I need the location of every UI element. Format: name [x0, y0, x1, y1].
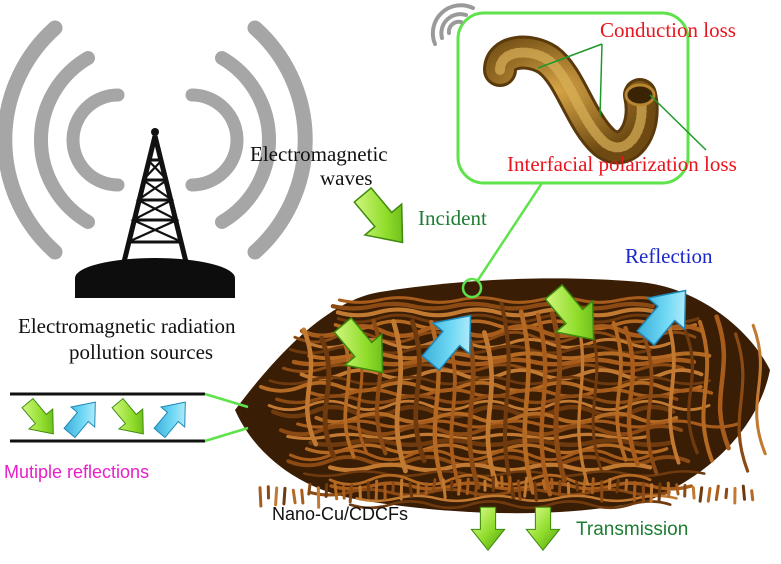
incident-label: Incident	[418, 206, 487, 230]
transmission-label: Transmission	[576, 519, 688, 541]
fiber-end	[443, 480, 445, 498]
fiber-end	[376, 481, 377, 499]
transmission-arrow-icon	[526, 507, 559, 550]
fiber-end	[509, 478, 510, 491]
fiber-end	[350, 485, 352, 502]
fiber-end	[752, 491, 753, 500]
fiber-end	[326, 485, 327, 497]
fiber-end	[726, 489, 727, 497]
reflection-arrow-icon	[58, 392, 108, 443]
fiber-end	[617, 480, 618, 492]
fiber-end	[309, 484, 310, 494]
reflection-arrow-icon	[148, 392, 198, 443]
fiber-mat	[235, 278, 770, 513]
fiber-end	[260, 488, 261, 506]
fiber-end	[410, 483, 412, 496]
fiber-end	[634, 482, 635, 500]
fiber-end	[716, 486, 718, 499]
fiber-end	[592, 479, 593, 493]
fiber-end	[677, 485, 678, 494]
fiber-end	[577, 482, 578, 490]
source-label-line2: pollution sources	[69, 340, 213, 364]
reflection-label: Reflection	[625, 244, 712, 268]
fiber-end	[743, 486, 744, 499]
multiple-reflections-label: Mutiple reflections	[4, 462, 149, 483]
source-label-line1: Electromagnetic radiation	[18, 314, 236, 338]
fiber-end	[459, 480, 460, 494]
radio-tower-icon	[75, 128, 235, 298]
fiber-end	[543, 481, 545, 489]
transmission-arrow-icon	[471, 507, 504, 550]
wifi-signal-icon	[433, 5, 473, 44]
incident-arrow-icon	[106, 393, 156, 444]
fiber-end	[668, 483, 669, 496]
incident-arrow-icon	[344, 180, 421, 258]
fiber-end	[276, 488, 277, 505]
multiple-reflections-channel	[10, 392, 248, 444]
fiber-end	[284, 488, 285, 504]
fiber-end	[335, 483, 337, 498]
fiber-end	[693, 488, 694, 498]
fiber-end	[651, 485, 652, 502]
interfacial-loss-label: Interfacial polarization loss	[507, 152, 737, 176]
fiber-end	[560, 481, 561, 493]
fiber-end	[584, 480, 586, 492]
nanotube	[500, 53, 654, 148]
fiber-end	[401, 480, 402, 499]
fiber-end	[433, 480, 435, 492]
fiber-end	[525, 478, 527, 496]
waves-label-line1: Electromagnetic	[250, 142, 388, 166]
fiber-end	[476, 481, 477, 496]
fiber-end	[535, 483, 536, 500]
incident-arrow-icon	[16, 393, 66, 444]
fiber-end	[700, 488, 702, 501]
fiber-end	[426, 484, 427, 495]
conduction-loss-label: Conduction loss	[600, 18, 736, 42]
fiber-end	[518, 481, 520, 500]
fiber-end	[609, 479, 610, 488]
fiber-end	[708, 489, 710, 502]
fiber-end	[659, 484, 660, 501]
fiber-end	[293, 490, 295, 503]
fiber-end	[302, 490, 303, 503]
fiber-end	[343, 487, 344, 498]
fiber-end	[626, 480, 627, 489]
fiber-end	[467, 479, 468, 493]
waves-label-line2: waves	[320, 166, 372, 190]
material-label: Nano-Cu/CDCFs	[272, 504, 408, 525]
